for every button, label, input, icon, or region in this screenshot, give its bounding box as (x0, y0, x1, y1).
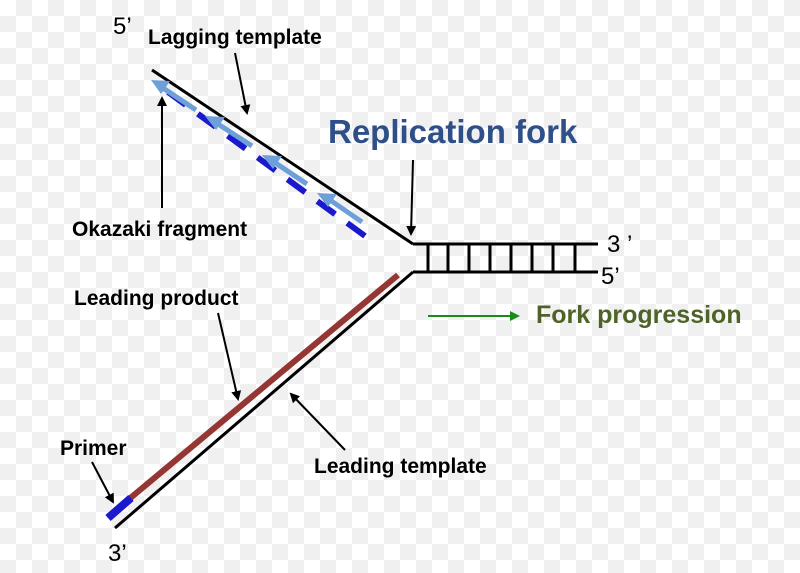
leading-template-label: Leading template (314, 455, 487, 478)
leading-product-label: Leading product (74, 287, 239, 310)
primer-pointer (91, 461, 114, 504)
primer-label: Primer (60, 437, 127, 460)
okazaki-arrows (151, 80, 364, 225)
title: Replication fork (328, 113, 578, 150)
duplex-top-end-label: 3 ’ (607, 231, 632, 258)
leading-bottom-end-label: 3’ (108, 540, 127, 567)
leading-product-strand (126, 272, 400, 503)
leading-template-pointer (289, 392, 346, 451)
lagging-top-end-label: 5’ (113, 13, 132, 40)
lagging-template-strand (151, 68, 414, 246)
replication-fork-pointer (406, 159, 417, 236)
lagging-template-pointer (234, 52, 251, 115)
duplex-bottom-end-label: 5’ (601, 263, 620, 290)
base-pair-rungs (426, 244, 577, 272)
leading-product-pointer (217, 312, 242, 401)
okazaki-fragment-label: Okazaki fragment (72, 218, 247, 241)
lagging-template-label: Lagging template (148, 26, 322, 49)
leading-template-strand (114, 270, 414, 530)
fork-progression-label: Fork progression (536, 301, 742, 329)
okazaki-dashes (166, 89, 367, 239)
primer-segment (105, 494, 134, 522)
